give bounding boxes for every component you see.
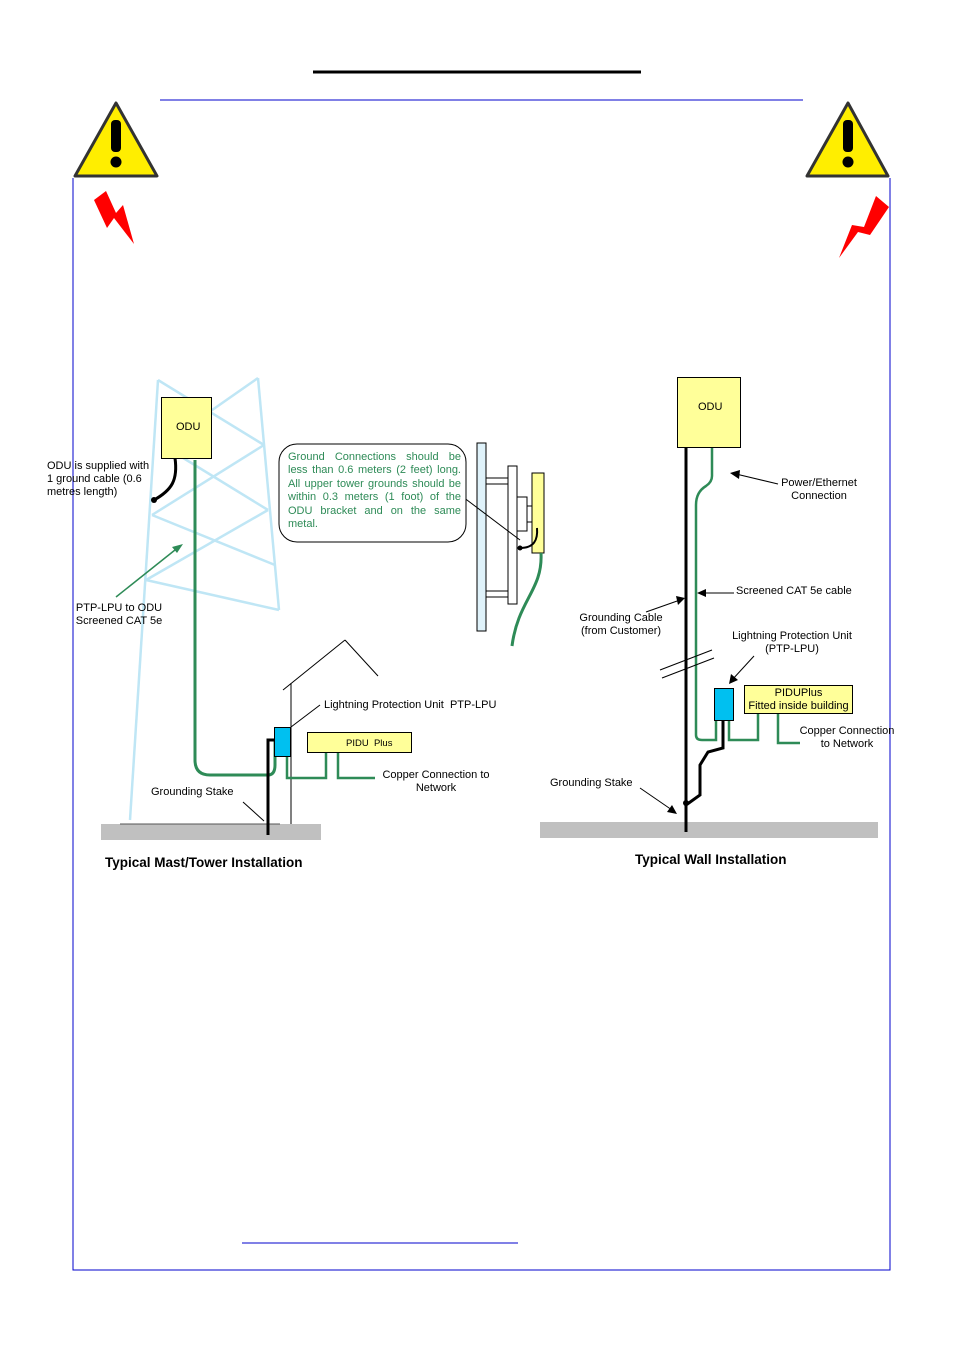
copper-left-line-2: Network [415,782,457,794]
ground-note-pointer [462,496,521,541]
screened-cat5e-label: Screened CAT 5e cable [736,585,852,597]
power-ethernet-arrowhead [730,470,740,479]
caption-right: Typical Wall Installation [635,852,787,867]
detail-green-cable [510,552,543,647]
grounding-stake-arrowhead-right [667,805,677,814]
ground-note-text: Ground Connections should be less than 0… [288,451,461,531]
page-frame [72,178,891,1271]
odu-box-left: ODU [161,397,212,459]
grounding-cable-arrow [645,599,681,613]
lpu-label-left: Lightning Protection Unit PTP-LPU [324,699,497,711]
ground-right [540,822,878,838]
odu-ground-cable [153,457,178,502]
grounding-cable-line-1: Grounding Cable [579,612,663,624]
odu-label-right: ODU [698,401,723,413]
lpu-to-pidu-right [727,714,760,742]
odu-label-left: ODU [176,421,201,433]
tower-lattice [128,376,281,821]
lpu-to-pidu-cable [285,748,328,780]
pidu-label-right: PIDUPlus Fitted inside building [745,687,852,713]
lightning-bolt-icon-left [94,191,134,244]
caption-left: Typical Mast/Tower Installation [105,855,303,870]
power-ethernet-arrow [735,473,779,485]
mast-bracket-detail [476,442,545,632]
pidu-right-line-2: Fitted inside building [748,700,849,712]
lpu-right-line-1: Lightning Protection Unit [732,630,852,642]
grounding-from-lpu [685,720,725,807]
building-outline [282,639,379,824]
copper-right-line-1: Copper Connection [799,725,895,737]
lpu-box-left [274,727,291,757]
wall-break-1 [659,649,713,671]
lpu-to-odu-line-1: PTP-LPU to ODU [75,602,163,614]
lpu-box-right [714,688,734,721]
power-ethernet-line-1: Power/Ethernet [781,477,857,489]
grounding-cable-label: Grounding Cable (from Customer) [566,612,676,638]
lightning-bolt-icon-right [839,196,889,258]
power-ethernet-line-2: Connection [791,490,847,502]
pidu-box-right: PIDUPlus Fitted inside building [744,685,853,714]
odu-note-line-1: ODU is supplied with [47,460,150,472]
grounding-cable-line-2: (from Customer) [580,625,662,637]
warning-icon-right [805,101,890,178]
odu-note-line-2: 1 ground cable (0.6 [47,473,142,485]
odu-supplied-note: ODU is supplied with 1 ground cable (0.6… [47,460,149,499]
lpu-to-odu-label: PTP-LPU to ODU Screened CAT 5e [60,602,178,628]
copper-left-line-1: Copper Connection to [382,769,490,781]
grounding-stake-pointer-left [242,801,265,822]
lpu-right-line-2: (PTP-LPU) [765,643,819,655]
copper-cable-right [776,714,800,745]
wall-break-2 [661,657,715,679]
copper-connection-left: Copper Connection to Network [373,769,499,795]
lpu-arrow-right [731,655,755,681]
grounding-cable-arrowhead [676,596,685,605]
pidu-label-left: PIDU Plus [346,738,393,749]
warning-icon-left [73,101,159,178]
pidu-right-line-1: PIDUPlus [774,687,823,699]
lpu-label-right: Lightning Protection Unit (PTP-LPU) [724,630,860,656]
lpu-to-odu-line-2: Screened CAT 5e [75,615,163,627]
copper-connection-right: Copper Connection to Network [792,725,902,751]
cat5e-arrowhead [697,589,706,597]
grounding-stake-left: Grounding Stake [151,786,234,798]
detail-ground-wire [519,527,539,549]
pidu-copper-cable [336,752,375,780]
ground-note-bubble [278,443,467,543]
lpu-arrowhead-right [729,674,738,684]
grounding-stake-arrow-right [639,787,673,811]
odu-box-right: ODU [677,377,741,448]
lpu-cable-arrow [115,545,181,598]
grounding-stake-right: Grounding Stake [550,777,633,789]
copper-right-line-2: to Network [820,738,874,750]
odu-note-line-3: metres length) [47,486,118,498]
cat5e-cable-right [694,448,718,742]
power-ethernet-label: Power/Ethernet Connection [772,477,866,503]
pidu-box-left: PIDU Plus [307,732,412,753]
lpu-cable-arrowhead [172,544,183,553]
lpu-pointer-left [290,704,321,728]
ground-left [101,824,321,840]
cat5e-cable-left [193,460,277,777]
